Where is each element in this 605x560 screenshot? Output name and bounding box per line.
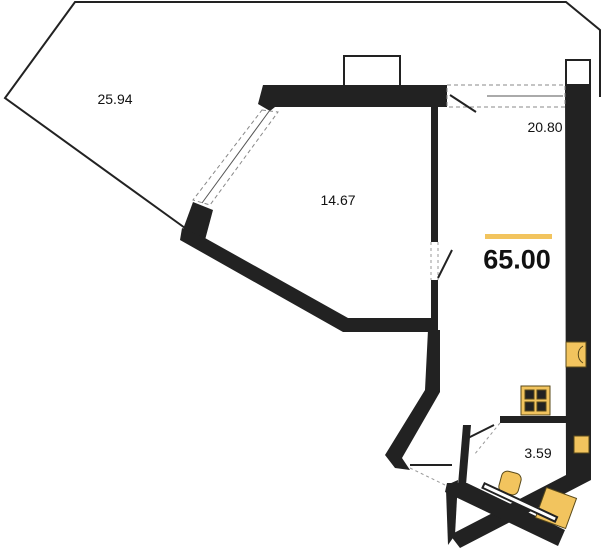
bath-top-wall	[500, 416, 568, 423]
right-wall	[450, 85, 591, 548]
fixtures	[481, 341, 590, 530]
room-area-room: 14.67	[320, 192, 356, 208]
total-area: 65.00	[483, 244, 551, 275]
balcony-door	[449, 94, 477, 113]
window-frame-line	[201, 109, 271, 204]
window-pier	[182, 202, 213, 240]
door-swing	[473, 422, 501, 456]
top-wall	[258, 85, 447, 111]
left-diagonal-wall	[180, 228, 435, 332]
door-swing	[409, 467, 446, 486]
bath-side-wall	[458, 425, 471, 485]
bath-bottom-wall	[445, 483, 565, 546]
window-box	[343, 55, 401, 88]
room-area-kitchen: 20.80	[527, 119, 563, 135]
door-opening	[430, 242, 439, 280]
bath-door	[467, 424, 495, 439]
walls	[180, 85, 591, 548]
window-box	[565, 59, 591, 86]
windows	[192, 84, 566, 206]
kitchen-sink-icon	[565, 341, 587, 368]
doors	[410, 94, 495, 466]
room-area-balcony: 25.94	[97, 91, 133, 107]
partition-wall	[431, 107, 438, 242]
room-door	[437, 249, 453, 279]
window-left	[192, 109, 279, 206]
partition-wall	[431, 280, 438, 332]
room-area-bathroom: 3.59	[524, 445, 552, 461]
bathtub-rail	[481, 481, 559, 523]
washbasin-icon	[573, 435, 590, 454]
total-area-accent-bar	[485, 234, 552, 239]
window-top	[446, 84, 566, 108]
corridor-wall	[385, 330, 440, 470]
balcony-outline	[3, 1, 601, 229]
